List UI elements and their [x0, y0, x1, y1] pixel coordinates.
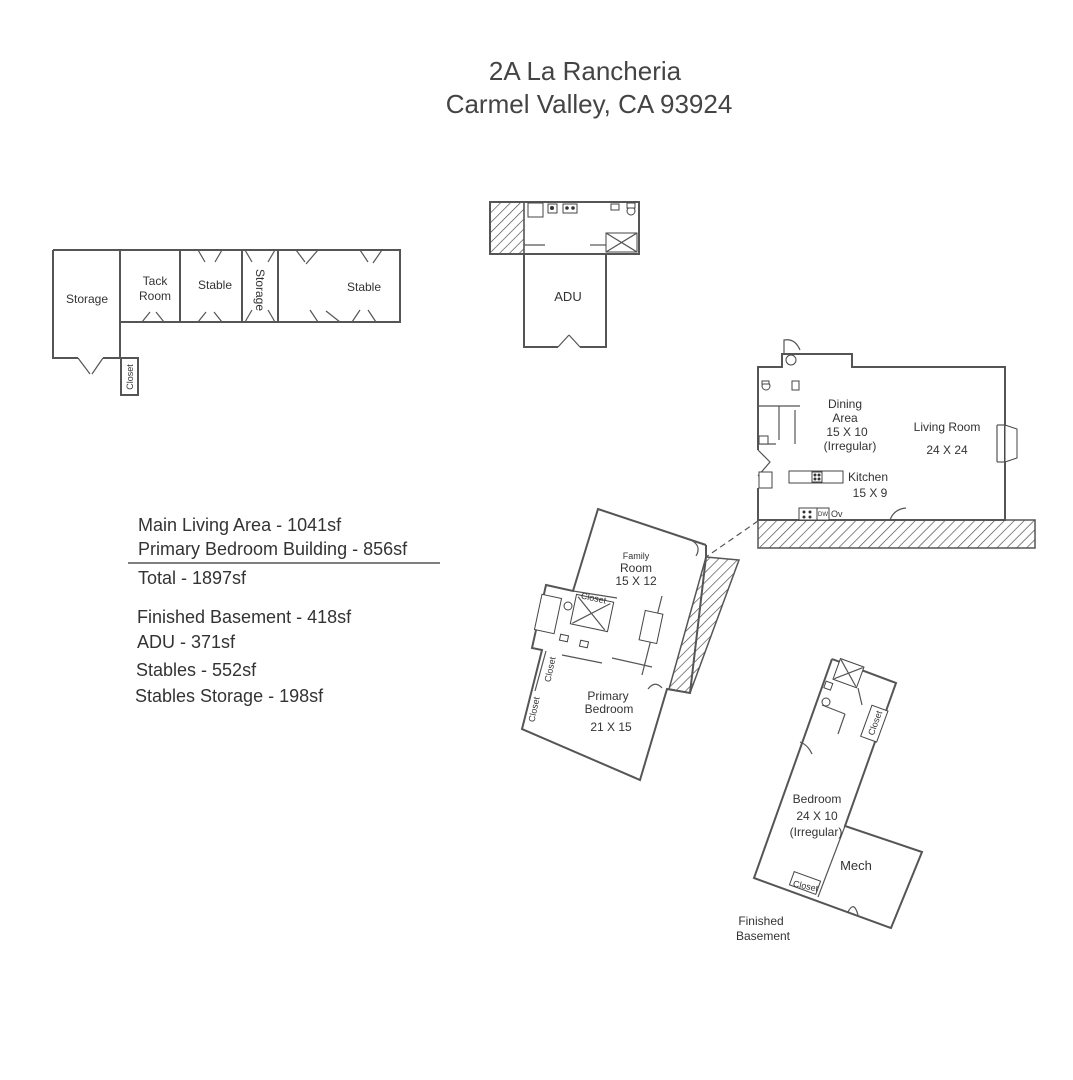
primary-bedroom-building-area: Primary Bedroom Building - 856sf — [138, 539, 408, 559]
basement-caption-1: Finished — [738, 914, 783, 928]
primary-bedroom-label-1: Primary — [587, 689, 628, 703]
stables-building: Storage Tack Room Stable Storage Stable … — [52, 249, 401, 396]
stable-2-label: Stable — [347, 280, 381, 294]
square-footage-summary: Main Living Area - 1041sf Primary Bedroo… — [128, 515, 440, 706]
total-area: Total - 1897sf — [138, 568, 247, 588]
main-house-hatched-deck — [757, 519, 1036, 549]
family-room-dims: 15 X 12 — [615, 574, 657, 588]
living-room-label: Living Room — [914, 420, 981, 434]
stables-storage-label: Storage — [66, 292, 108, 306]
kitchen-dims: 15 X 9 — [853, 486, 888, 500]
kitchen-label: Kitchen — [848, 470, 888, 484]
finished-basement: Bedroom 24 X 10 (Irregular) Closet Close… — [736, 657, 924, 943]
family-room-label-1: Family — [623, 551, 650, 561]
basement-bedroom-label: Bedroom — [793, 792, 842, 806]
finished-basement-area: Finished Basement - 418sf — [137, 607, 352, 627]
primary-bedroom-label-2: Bedroom — [585, 702, 634, 716]
adu-hatched-patio — [489, 201, 525, 255]
tack-room-label-2: Room — [139, 289, 171, 303]
living-room-dims: 24 X 24 — [926, 443, 968, 457]
basement-bedroom-dims: 24 X 10 — [796, 809, 838, 823]
main-house: DW Ov Dining Area 15 X 10 (Irregular) Li… — [757, 339, 1036, 549]
primary-closet-b: Closet — [543, 655, 558, 683]
stables-area: Stables - 552sf — [136, 660, 257, 680]
main-living-area: Main Living Area - 1041sf — [138, 515, 342, 535]
stable-1-label: Stable — [198, 278, 232, 292]
storage-vertical-label: Storage — [253, 269, 267, 311]
dining-label-1: Dining — [828, 397, 862, 411]
mech-label: Mech — [840, 858, 872, 873]
adu-area: ADU - 371sf — [137, 632, 236, 652]
dining-dims: 15 X 10 — [826, 425, 868, 439]
stables-storage-area: Stables Storage - 198sf — [135, 686, 324, 706]
adu-building: ADU — [489, 201, 640, 348]
dining-note: (Irregular) — [824, 439, 877, 453]
address-line-1: 2A La Rancheria — [489, 56, 682, 86]
plan-title: 2A La Rancheria Carmel Valley, CA 93924 — [446, 56, 733, 119]
dishwasher-label: DW — [818, 512, 828, 518]
tack-room-label-1: Tack — [143, 274, 169, 288]
basement-caption-2: Basement — [736, 929, 791, 943]
basement-bedroom-note: (Irregular) — [790, 825, 843, 839]
primary-bedroom-building: Family Room 15 X 12 Closet Closet Closet… — [520, 507, 741, 782]
adu-label: ADU — [554, 289, 581, 304]
family-room-label-2: Room — [620, 561, 652, 575]
breezeway-connector — [705, 520, 759, 558]
oven-label: Ov — [831, 509, 843, 519]
address-line-2: Carmel Valley, CA 93924 — [446, 89, 733, 119]
primary-bedroom-dims: 21 X 15 — [590, 720, 632, 734]
stables-closet-label: Closet — [125, 364, 135, 390]
dining-label-2: Area — [832, 411, 858, 425]
